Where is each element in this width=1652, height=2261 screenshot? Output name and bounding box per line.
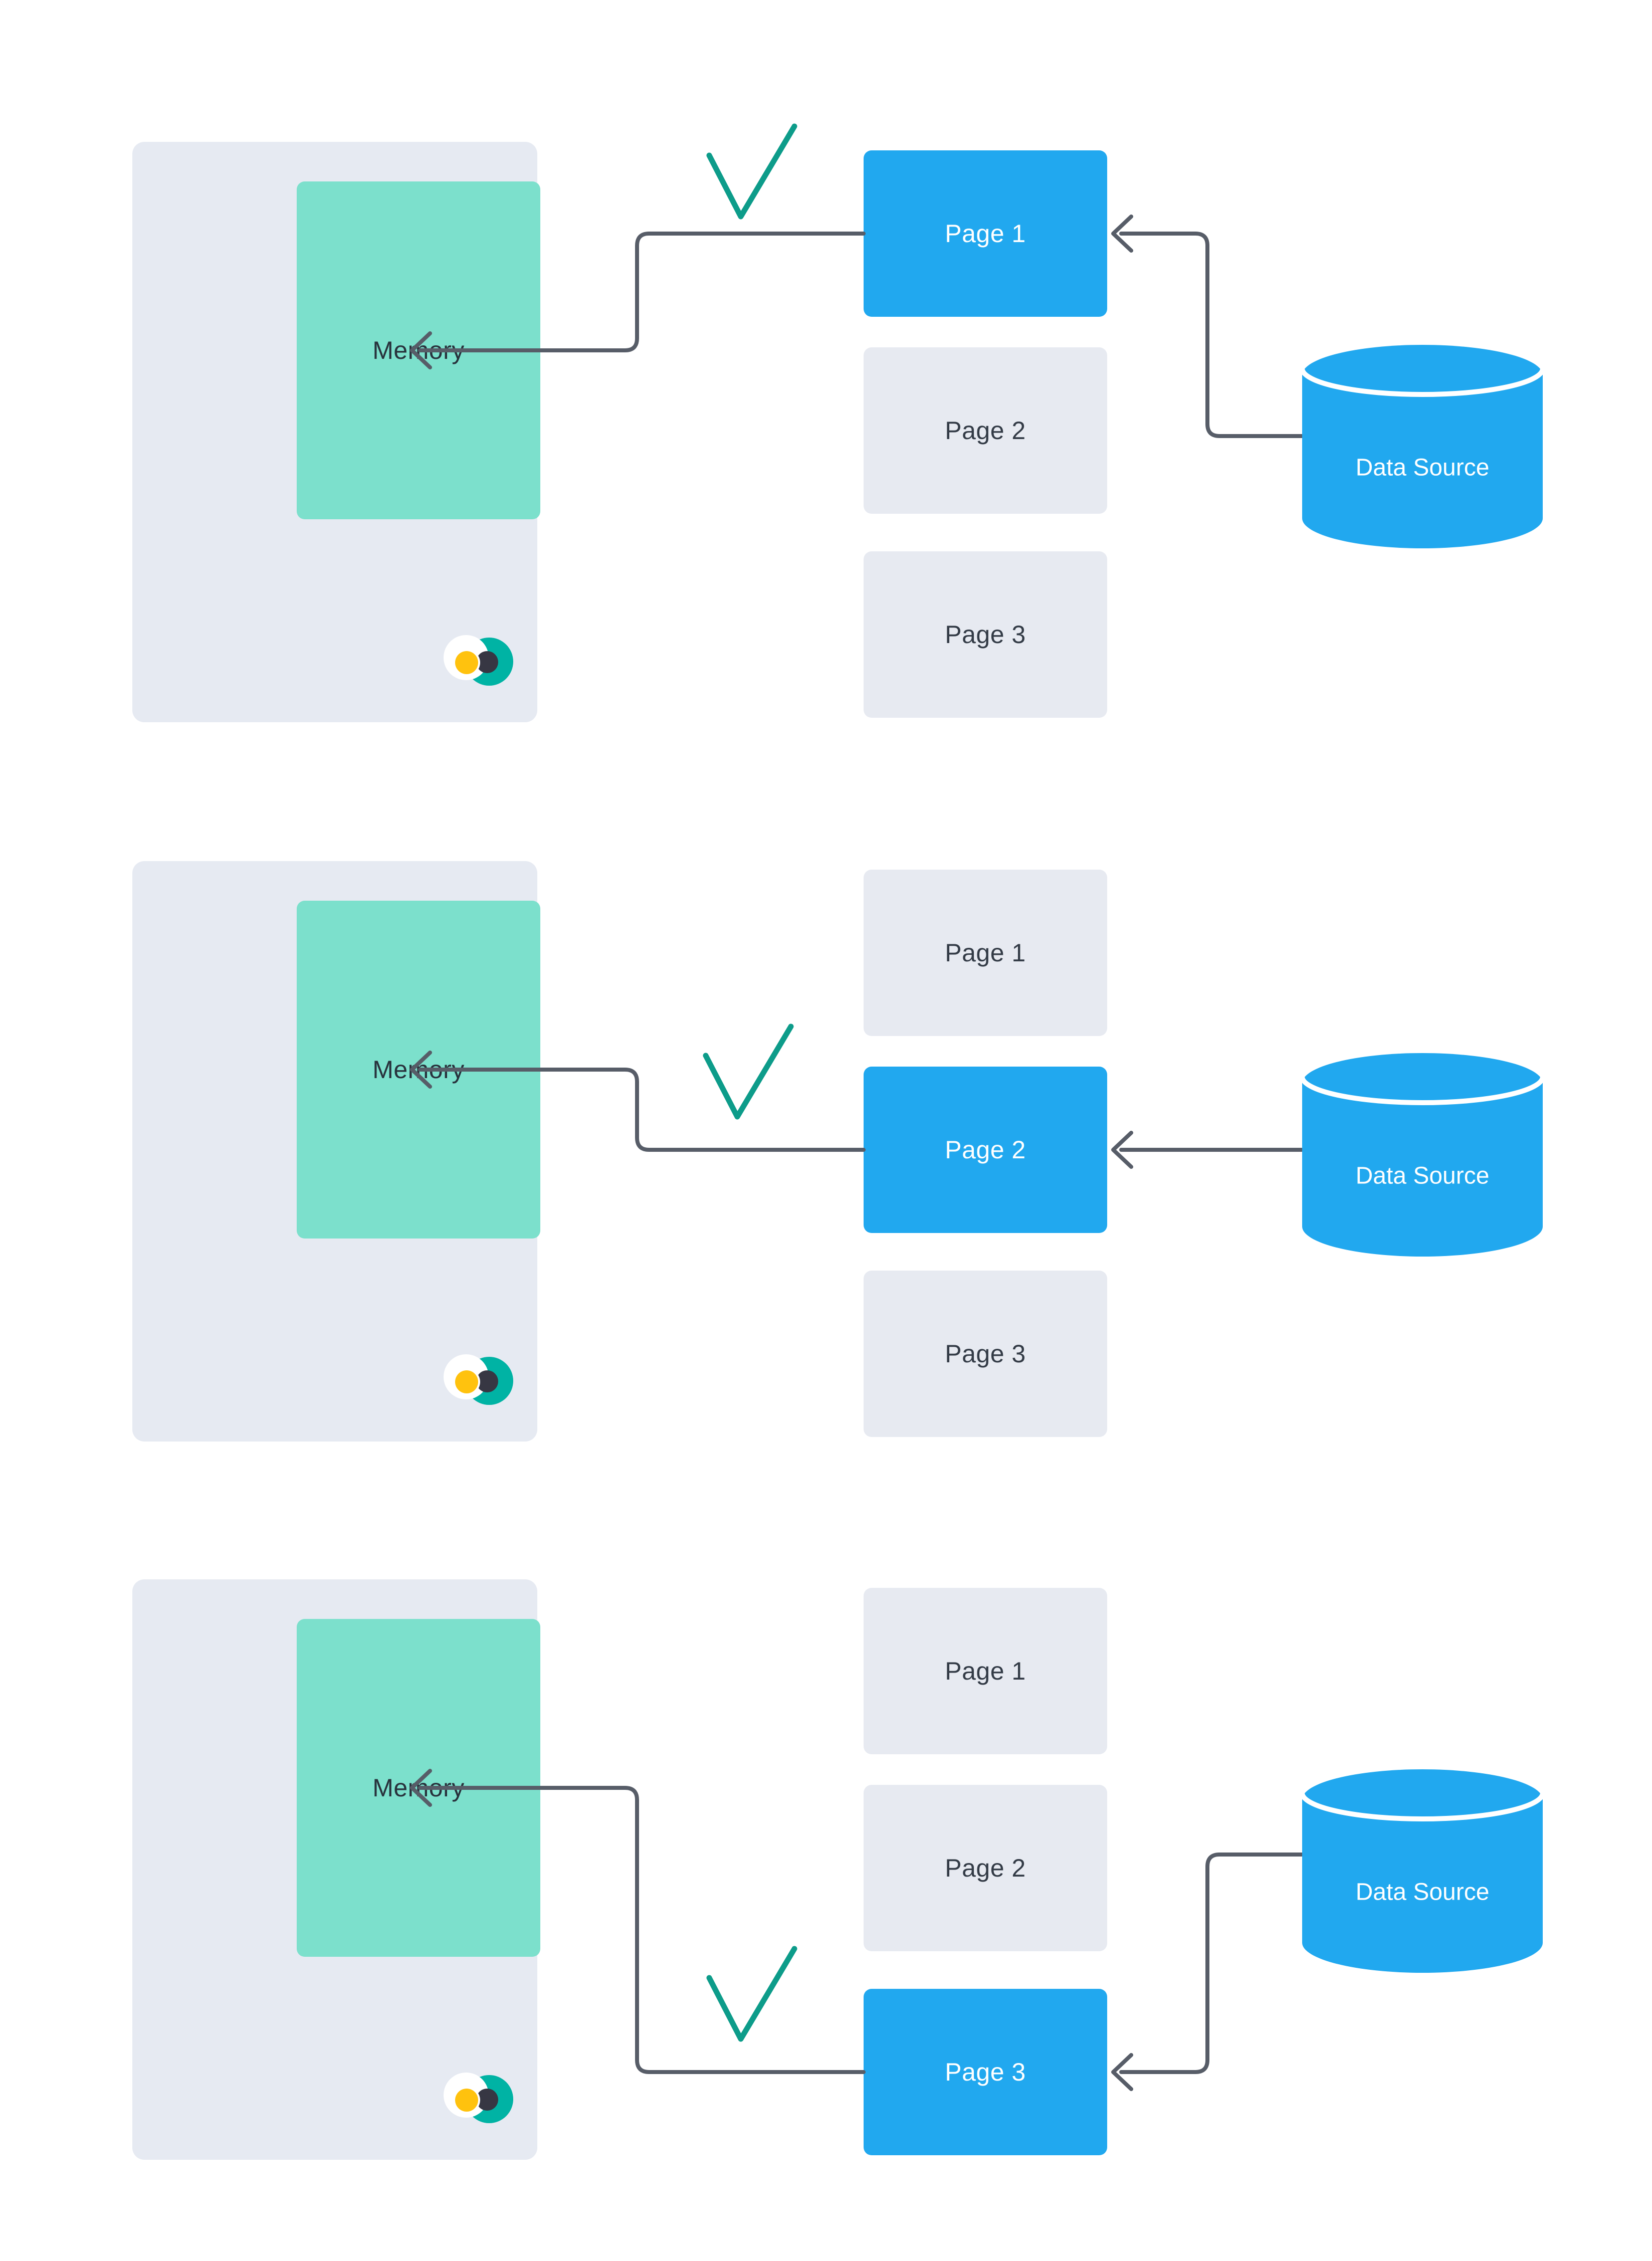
page-label: Page 3 [945, 621, 1026, 649]
page3-node-row3: Page 3 [864, 1989, 1107, 2155]
data-source-label: Data Source [1356, 455, 1490, 481]
page1-node-row3: Page 1 [864, 1588, 1107, 1754]
checkmark-icon [706, 1946, 797, 2042]
memory-label: Memory [372, 1056, 465, 1084]
arrow-source-to-page1-row1 [1111, 215, 1304, 438]
memory-panel-row1: Memory [132, 142, 540, 722]
page1-node-row2: Page 1 [864, 870, 1107, 1036]
page-label: Page 1 [945, 1657, 1026, 1685]
arrowhead-icon [1111, 2053, 1133, 2091]
arrow-source-to-page2-row2 [1111, 1131, 1304, 1169]
memory-box-row1: Memory [297, 181, 540, 519]
arrowhead-icon [1111, 1131, 1133, 1169]
page-label: Page 3 [945, 2058, 1026, 2086]
arrowhead-icon [1111, 215, 1133, 253]
page2-node-row2: Page 2 [864, 1067, 1107, 1233]
data-source-cylinder-row3: Data Source [1300, 1769, 1545, 1973]
data-source-label: Data Source [1356, 1163, 1490, 1189]
cylinder-rim-line [1300, 1076, 1545, 1105]
checkmark-icon [703, 1023, 794, 1120]
page1-node-row1: Page 1 [864, 150, 1107, 317]
page-label: Page 2 [945, 1854, 1026, 1882]
memory-label: Memory [372, 1774, 465, 1802]
page3-node-row2: Page 3 [864, 1271, 1107, 1437]
page-label: Page 1 [945, 220, 1026, 248]
checkmark-icon [706, 123, 797, 220]
page-label: Page 1 [945, 939, 1026, 967]
page2-node-row1: Page 2 [864, 347, 1107, 514]
memory-panel-row2: Memory [132, 861, 540, 1442]
memory-label: Memory [372, 336, 465, 364]
page-label: Page 2 [945, 417, 1026, 445]
memory-box-row3: Memory [297, 1619, 540, 1957]
memory-box-row2: Memory [297, 901, 540, 1239]
page-label: Page 3 [945, 1340, 1026, 1368]
memory-panel-row3: Memory [132, 1579, 540, 2160]
page-label: Page 2 [945, 1136, 1026, 1164]
cylinder-rim-line [1300, 1792, 1545, 1821]
data-source-label: Data Source [1356, 1879, 1490, 1906]
data-source-cylinder-row1: Data Source [1300, 345, 1545, 548]
data-source-cylinder-row2: Data Source [1300, 1053, 1545, 1257]
cylinder-rim-line [1300, 368, 1545, 397]
page3-node-row1: Page 3 [864, 551, 1107, 718]
arrow-source-to-page3-row3 [1111, 1853, 1304, 2091]
page2-node-row3: Page 2 [864, 1785, 1107, 1951]
